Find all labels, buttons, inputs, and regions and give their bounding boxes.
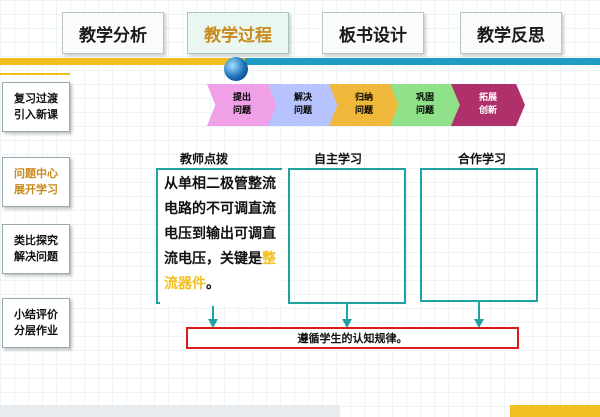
footer-bar-gold xyxy=(510,405,600,417)
tab-teaching-process[interactable]: 教学过程 xyxy=(187,12,289,54)
sidebar-item-label: 复习过渡 引入新课 xyxy=(14,92,58,121)
connector-line xyxy=(288,168,406,170)
footer-bar xyxy=(0,405,600,417)
connector-line xyxy=(478,300,480,322)
footer-bar-gray xyxy=(0,405,340,417)
connector-line xyxy=(288,168,290,304)
sidebar-item-review-intro[interactable]: 复习过渡 引入新课 xyxy=(2,82,70,132)
arrow-down-icon xyxy=(474,319,484,328)
process-step-solve-problem: 解决 问题 xyxy=(268,84,338,126)
process-step-consolidate-problem: 巩固 问题 xyxy=(390,84,460,126)
sidebar-item-problem-center[interactable]: 问题中心 展开学习 xyxy=(2,157,70,207)
teacher-guidance-text: 从单相二极管整流电路的不可调直流电压到输出可调直流电压，关键是整流器件。 xyxy=(160,170,282,306)
left-divider xyxy=(0,73,70,75)
tab-teaching-reflection[interactable]: 教学反思 xyxy=(460,12,562,54)
sidebar-item-analogy-explore[interactable]: 类比探究 解决问题 xyxy=(2,224,70,274)
header-bar-gold xyxy=(0,58,245,65)
guidance-end-mark: 。 xyxy=(206,276,220,292)
header-bar xyxy=(0,58,600,65)
sidebar-item-label: 小结评价 分层作业 xyxy=(14,308,58,337)
connector-line xyxy=(420,168,422,302)
arrow-down-icon xyxy=(342,319,352,328)
connector-line xyxy=(212,302,214,322)
column-heading-cooperative-study: 合作学习 xyxy=(458,152,507,166)
process-step-extend-innovate: 拓展 创新 xyxy=(451,84,525,126)
column-heading-teacher-guidance: 教师点拨 xyxy=(180,152,229,166)
connector-line xyxy=(346,302,348,322)
arrow-down-icon xyxy=(208,319,218,328)
guidance-keyword: 整流器件 xyxy=(164,251,276,292)
connector-line xyxy=(156,168,280,170)
globe-icon xyxy=(224,57,248,81)
guidance-main-text: 从单相二极管整流电路的不可调直流电压到输出可调直流电压，关键是 xyxy=(164,176,276,267)
conclusion-box: 遵循学生的认知规律。 xyxy=(186,327,519,349)
tab-blackboard-design[interactable]: 板书设计 xyxy=(322,12,424,54)
connector-line xyxy=(156,168,158,304)
connector-line xyxy=(420,168,538,170)
connector-line xyxy=(536,168,538,302)
process-step-raise-problem: 提出 问题 xyxy=(207,84,277,126)
sidebar-item-summary-homework[interactable]: 小结评价 分层作业 xyxy=(2,298,70,348)
process-step-summarize-problem: 归纳 问题 xyxy=(329,84,399,126)
tab-teaching-analysis[interactable]: 教学分析 xyxy=(62,12,164,54)
column-heading-self-study: 自主学习 xyxy=(314,152,363,166)
sidebar-item-label: 问题中心 展开学习 xyxy=(14,167,58,196)
connector-line xyxy=(404,168,406,304)
header-bar-blue xyxy=(245,58,600,65)
sidebar-item-label: 类比探究 解决问题 xyxy=(14,234,58,263)
